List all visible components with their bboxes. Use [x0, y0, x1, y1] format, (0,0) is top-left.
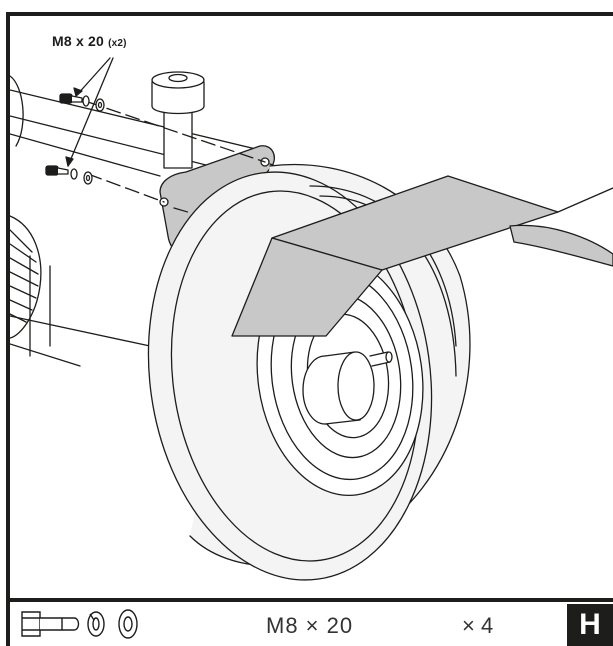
parts-icons	[21, 609, 138, 639]
top-border	[6, 12, 613, 16]
callout-qty: (x2)	[108, 38, 127, 49]
spring-washer-icon	[87, 611, 105, 637]
fastener-quantity: × 4	[462, 613, 494, 638]
bolt-icon	[21, 611, 80, 637]
callout-arrows	[65, 57, 114, 167]
step-badge: H	[567, 604, 613, 646]
callout-size: M8 x 20	[52, 33, 104, 49]
hardware-upper	[59, 93, 105, 112]
axle-post	[151, 71, 205, 169]
wheel-hub	[302, 351, 393, 425]
hardware-lower	[45, 165, 93, 185]
footer-divider	[6, 598, 613, 602]
fastener-callout: M8 x 20 (x2)	[52, 33, 127, 49]
parts-footer: M8 × 20 × 4 H	[10, 602, 613, 646]
assembly-drawing	[10, 57, 613, 581]
left-border	[6, 12, 10, 646]
fender	[231, 175, 613, 337]
fastener-size: M8 × 20	[266, 613, 354, 638]
flat-washer-icon	[118, 609, 138, 639]
engine-fins	[10, 215, 42, 339]
